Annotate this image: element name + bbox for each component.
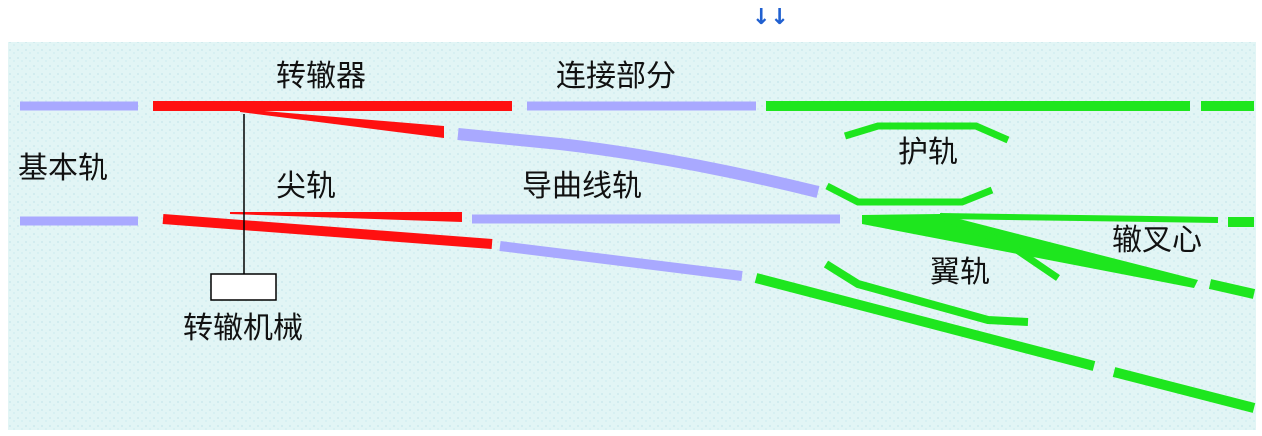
switch-stock-rail-lower: [162, 214, 493, 249]
diagram-background: [8, 42, 1256, 430]
frog-rails: [754, 101, 1256, 413]
wing-rail-upper: [938, 212, 1060, 281]
frog-diverging-end: [1208, 279, 1256, 299]
switch-point-rail-upper: [240, 109, 444, 138]
connection-rails: [457, 101, 840, 281]
guard-rail-upper: [843, 122, 1010, 144]
label-stock-rail: 基本轨: [18, 151, 108, 186]
wing-rail-lower: [823, 260, 1029, 326]
lead-curve-rail-lower: [499, 241, 743, 281]
label-lead-curve: 导曲线轨: [522, 169, 642, 204]
label-wing-rail: 翼轨: [930, 255, 990, 290]
label-switch: 转辙器: [276, 59, 366, 94]
label-frog: 辙叉心: [1112, 223, 1202, 258]
outer-diverging-rail-a: [754, 273, 1096, 371]
label-connection: 连接部分: [556, 59, 676, 94]
frog-point: [862, 214, 1198, 288]
top-marker-arrows: ↓↓: [752, 5, 789, 30]
lead-curve-rail-upper: [457, 128, 820, 198]
switch-machine: [210, 114, 277, 301]
label-switch-machine: 转辙机械: [183, 311, 303, 346]
frog-straight-lower-a: [939, 213, 1219, 223]
outer-diverging-rail-b: [1112, 367, 1256, 413]
guard-rail-lower: [825, 182, 994, 206]
label-point-rail: 尖轨: [276, 169, 336, 204]
labels: 转辙器 连接部分 基本轨 尖轨 导曲线轨 护轨 辙叉心 翼轨 转辙机械: [18, 59, 1202, 346]
switch-machine-box: [210, 273, 277, 301]
label-guard-rail: 护轨: [898, 135, 958, 170]
stock-rails: [20, 101, 138, 226]
switch-rails: [153, 101, 512, 249]
switch-point-rail-lower-thin: [230, 212, 462, 222]
